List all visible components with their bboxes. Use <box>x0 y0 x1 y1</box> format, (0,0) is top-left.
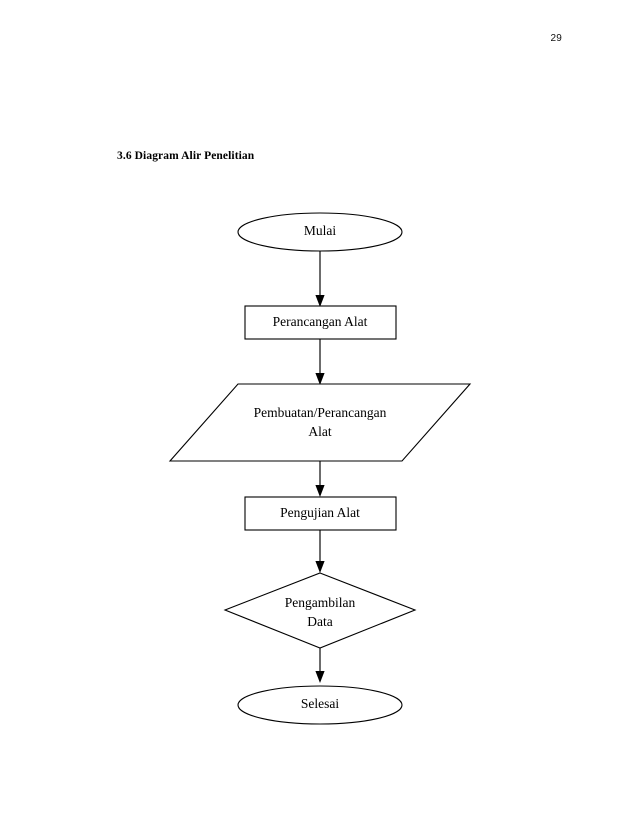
flow-node-end: Selesai <box>237 685 403 725</box>
rectangle-shape <box>244 305 397 340</box>
connector-test-to-collect <box>315 530 325 573</box>
flow-node-start-label: Mulai <box>304 223 336 238</box>
page-number: 29 <box>550 33 562 44</box>
flow-node-start: Mulai <box>237 212 403 252</box>
connector-collect-to-end <box>315 648 325 683</box>
flow-node-collect-label-line1: Pengambilan <box>285 595 356 610</box>
arrow-head-icon <box>315 671 325 683</box>
flowchart-diagram: Mulai Perancangan Alat Pembuatan/Peranca… <box>0 190 638 750</box>
connector-start-to-design <box>315 251 325 307</box>
section-heading: 3.6 Diagram Alir Penelitian <box>117 150 255 162</box>
flow-node-test-label: Pengujian Alat <box>280 505 360 520</box>
ellipse-shape <box>237 685 403 725</box>
parallelogram-shape <box>168 383 472 462</box>
arrow-head-icon <box>315 373 325 385</box>
flow-node-design-label: Perancangan Alat <box>273 314 368 329</box>
arrow-head-icon <box>315 561 325 573</box>
flow-node-end-label: Selesai <box>301 696 339 711</box>
rectangle-shape <box>244 496 397 531</box>
arrow-head-icon <box>315 295 325 307</box>
diamond-shape <box>223 572 417 649</box>
flow-node-build-label-line1: Pembuatan/Perancangan <box>254 405 387 420</box>
flow-node-design: Perancangan Alat <box>244 305 397 340</box>
flow-node-collect: Pengambilan Data <box>223 572 417 649</box>
flow-node-collect-label-line2: Data <box>307 614 332 629</box>
connector-design-to-build <box>315 339 325 385</box>
flow-node-build: Pembuatan/Perancangan Alat <box>168 383 472 462</box>
flow-node-test: Pengujian Alat <box>244 496 397 531</box>
arrow-head-icon <box>315 485 325 497</box>
flow-node-build-label-line2: Alat <box>308 424 331 439</box>
connector-build-to-test <box>315 461 325 497</box>
